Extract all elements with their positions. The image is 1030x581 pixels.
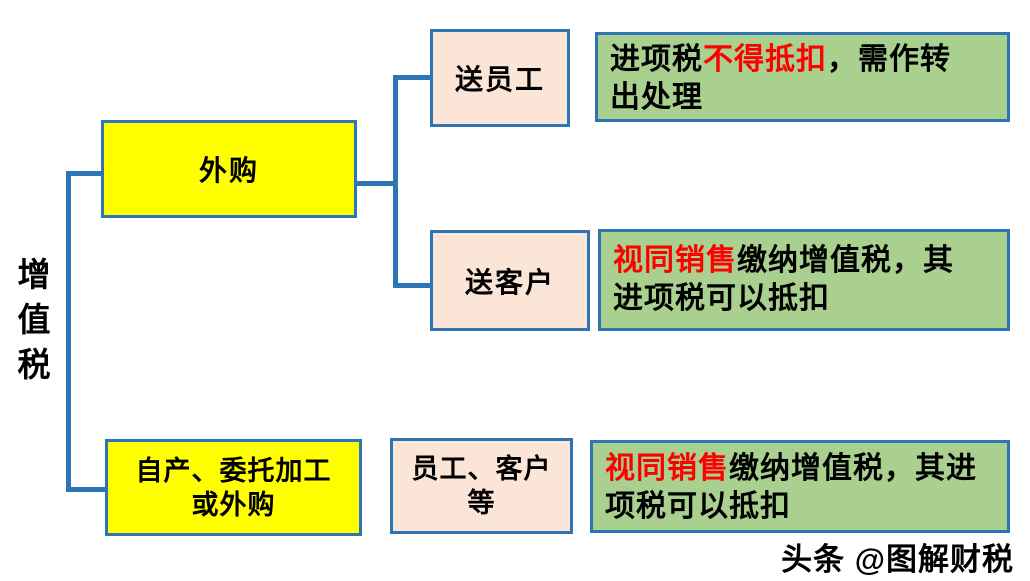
box-give-customers: 送客户 (430, 230, 590, 331)
note-deemed-sale-customers: 视同销售缴纳增值税，其 进项税可以抵扣 (598, 229, 1010, 331)
note-input-tax-nondeductible: 进项税不得抵扣，需作转 出处理 (595, 32, 1010, 122)
connector-to-employees (393, 75, 433, 80)
connector-root-to-purchase (66, 171, 104, 176)
connector-to-customers (393, 283, 433, 288)
box-employees-customers: 员工、客户 等 (390, 438, 573, 534)
root-label-vat: 增值税 (17, 256, 51, 383)
note-input-tax-nondeductible-text: 进项税不得抵扣，需作转 出处理 (610, 43, 951, 114)
connector-root-vertical (66, 171, 71, 492)
connector-purchase-out (356, 181, 396, 186)
watermark-toutiao: 头条 @图解财税 (781, 542, 1014, 577)
box-give-employees: 送员工 (430, 29, 570, 127)
note-deemed-sale-general-text: 视同销售缴纳增值税，其进 项税可以抵扣 (605, 452, 977, 523)
box-purchase: 外购 (101, 120, 357, 218)
box-self-produce: 自产、委托加工 或外购 (105, 439, 362, 536)
note-deemed-sale-customers-text: 视同销售缴纳增值税，其 进项税可以抵扣 (613, 244, 954, 315)
connector-root-to-self-produce (66, 487, 108, 492)
note-deemed-sale-general: 视同销售缴纳增值税，其进 项税可以抵扣 (590, 440, 1010, 533)
connector-branch-vertical (393, 75, 398, 288)
